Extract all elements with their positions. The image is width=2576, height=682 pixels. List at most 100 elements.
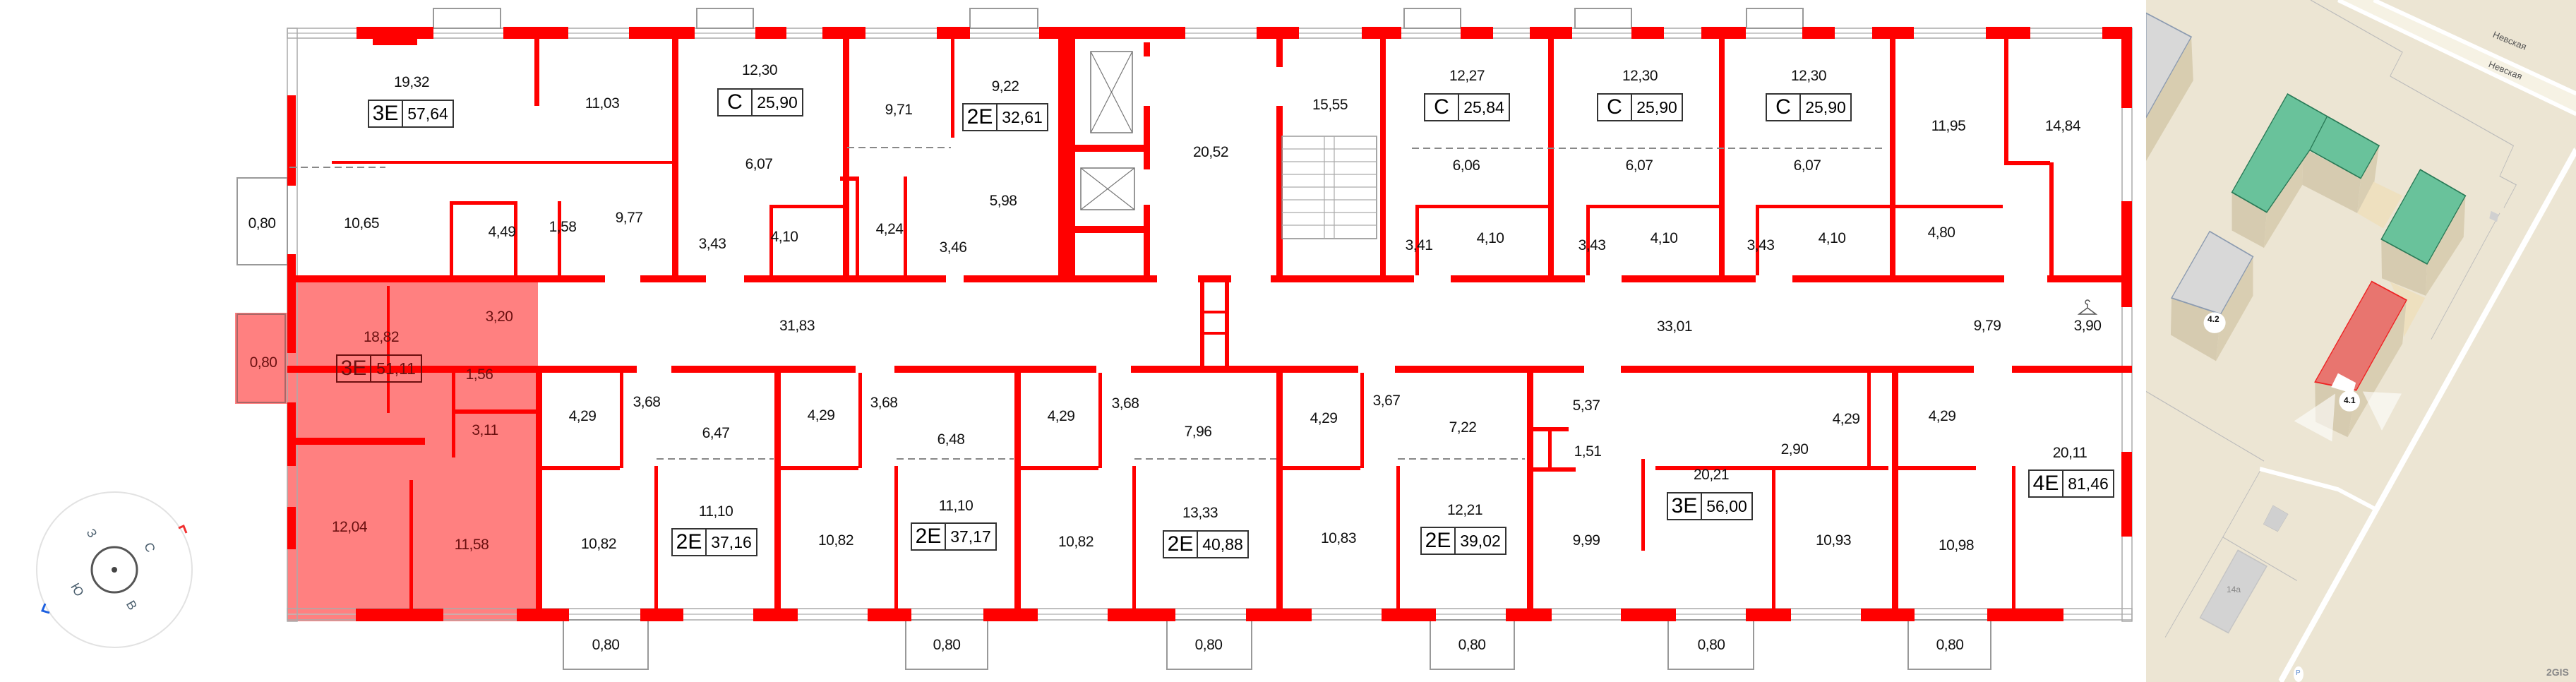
wall — [287, 275, 605, 282]
wall — [781, 466, 858, 470]
wall — [1530, 27, 1572, 39]
wall — [1586, 205, 1590, 275]
building-label-other[interactable]: 4.2 — [2207, 314, 2219, 324]
wall — [1746, 609, 1791, 621]
wall — [357, 27, 433, 39]
wall — [937, 27, 970, 39]
room-area-label: 9,71 — [885, 102, 913, 118]
wall — [1701, 27, 1746, 39]
room-area-label: 7,96 — [1184, 424, 1212, 440]
room-area-label: 6,07 — [1793, 157, 1821, 174]
room-area-label: 4,29 — [1832, 411, 1860, 427]
room-area-label: 0,80 — [933, 637, 961, 653]
room-area-label: 3,67 — [1372, 393, 1401, 409]
room-area-label: 0,80 — [1194, 637, 1223, 653]
wall — [1872, 27, 1914, 39]
room-area-label: 12,30 — [741, 62, 778, 78]
south-marker-icon — [40, 603, 50, 614]
wall — [672, 39, 678, 279]
wall — [1058, 39, 1075, 279]
wall — [1792, 275, 2004, 282]
wall — [1655, 466, 1888, 470]
wall — [287, 402, 296, 466]
room-area-label: 3,90 — [2073, 318, 2102, 334]
wall — [1014, 373, 1021, 613]
wall — [558, 201, 561, 279]
room-area-label: 6,07 — [1625, 157, 1653, 174]
room-area-label: 3,43 — [1747, 237, 1775, 253]
wall — [542, 466, 620, 470]
apartment-area: 25,84 — [1463, 97, 1504, 116]
wall — [1075, 145, 1146, 152]
wall — [1890, 39, 1895, 279]
wall — [1075, 226, 1146, 233]
wall — [1380, 39, 1386, 279]
balcony — [1403, 8, 1461, 29]
room-area-label: 4,80 — [1927, 225, 1955, 241]
elevator-shaft — [1090, 51, 1133, 133]
room-area-label: 9,77 — [615, 210, 643, 226]
room-area-label: 12,27 — [1449, 68, 1485, 84]
wall — [517, 609, 569, 621]
apartment-type: 3E — [337, 356, 371, 381]
wall — [1257, 27, 1299, 39]
wall — [951, 39, 954, 138]
room-area-label: 5,37 — [1572, 397, 1600, 414]
wall — [1506, 609, 1552, 621]
building-label-current[interactable]: 4.1 — [2344, 395, 2356, 405]
room-area-label: 3,68 — [1111, 395, 1139, 412]
apartment-area: 57,64 — [407, 104, 448, 123]
room-area-label: 0,80 — [249, 354, 277, 371]
room-area-label: 18,82 — [363, 329, 400, 345]
room-area-label: 10,82 — [1058, 534, 1094, 550]
room-area-label: 10,93 — [1815, 532, 1852, 549]
wall — [1131, 366, 1358, 373]
room-area-label: 6,06 — [1452, 157, 1480, 174]
wall — [1200, 332, 1228, 335]
wall — [287, 366, 637, 373]
room-area-label: 3,20 — [485, 309, 513, 325]
room-area-label: 33,01 — [1656, 318, 1693, 335]
wall — [1987, 609, 2063, 621]
wall — [387, 286, 390, 413]
room-area-label: 12,30 — [1790, 68, 1827, 84]
wall — [1395, 366, 1584, 373]
wall — [1451, 275, 1585, 282]
building-nearby — [2199, 549, 2268, 634]
site-map[interactable]: Невская Невская 4.2 4.1 14а P 2GIS — [2146, 0, 2576, 682]
wall — [755, 27, 786, 39]
wall — [1396, 466, 1400, 611]
compass-dial-icon — [36, 491, 193, 648]
wall — [2121, 452, 2132, 537]
room-area-label: 13,33 — [1182, 505, 1218, 521]
room-area-label: 10,82 — [580, 536, 617, 552]
building-label-nearby: 14а — [2227, 585, 2241, 594]
room-area-label: 4,10 — [1650, 230, 1678, 246]
wall — [671, 366, 856, 373]
wall — [1144, 106, 1150, 169]
room-area-label: 1,56 — [465, 366, 493, 383]
room-area-label: 11,58 — [454, 537, 489, 553]
wall — [843, 39, 849, 279]
wall — [2012, 366, 2132, 373]
balcony — [236, 177, 288, 265]
room-area-label: 6,07 — [745, 156, 773, 172]
room-area-label: 4,10 — [1818, 230, 1846, 246]
wall — [332, 161, 674, 164]
room-area-label: 12,21 — [1446, 502, 1483, 518]
compass[interactable]: С В Ю З — [28, 484, 201, 657]
room-area-label: 0,80 — [1936, 637, 1964, 653]
